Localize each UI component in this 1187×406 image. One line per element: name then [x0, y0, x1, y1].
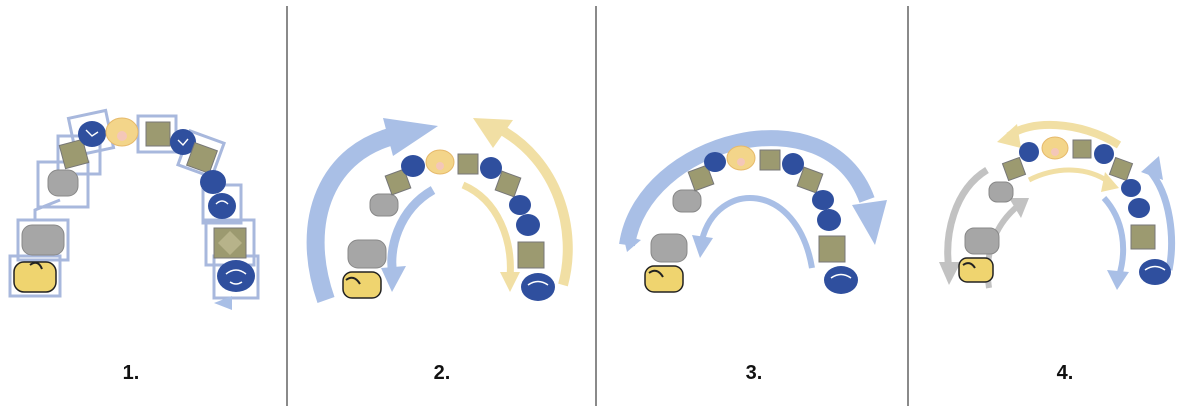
blue-canine-tooth [1019, 142, 1039, 162]
olive-premolar-tooth [796, 166, 824, 194]
gray-molar-tooth [650, 233, 688, 263]
molar-mark [29, 261, 43, 270]
outline-box [8, 254, 62, 298]
gray-premolar-tooth [47, 169, 79, 197]
blue-arrowhead [383, 118, 438, 156]
olive-premolar-tooth [494, 170, 522, 198]
dental-arch-diagram-4 [939, 120, 1176, 290]
yellow-arrowhead [500, 272, 520, 292]
dental-arch-diagram-1 [8, 108, 260, 310]
olive-premolar-tooth [58, 138, 90, 170]
yellow-arrow-top-inner [1027, 167, 1111, 185]
teeth-arch-3 [644, 145, 858, 294]
blue-arrowhead [692, 235, 713, 258]
yellow-molar-tooth [342, 271, 382, 299]
blue-canine-tooth [170, 129, 196, 155]
blue-molar-tooth [217, 260, 255, 292]
blue-premolar-tooth [1128, 198, 1150, 218]
blue-canine-tooth [1094, 144, 1114, 164]
panel-4: 4. [909, 0, 1187, 406]
blue-canine-tooth [401, 155, 425, 177]
olive-molar-tooth [517, 241, 545, 269]
step-label-2: 2. [433, 362, 451, 384]
yellow-molar-tooth [958, 257, 994, 283]
step-label-1: 1. [122, 362, 140, 384]
blue-canine-tooth [480, 157, 502, 179]
direction-arrowhead [214, 296, 232, 310]
dental-arch-diagram-2 [306, 118, 573, 303]
olive-premolar-tooth [384, 168, 412, 196]
blue-premolar-tooth [200, 170, 226, 194]
blue-canine-tooth [78, 121, 106, 147]
olive-incisor-tooth [457, 153, 479, 175]
blue-molar-tooth [824, 266, 858, 294]
blue-molar-tooth [1139, 259, 1171, 285]
blue-arrow-outer-arch [619, 130, 875, 247]
panel-3: 3. [597, 0, 907, 406]
yellow-arrowhead [473, 118, 513, 148]
gray-premolar-tooth [369, 193, 399, 217]
gray-arrow-outer-left [944, 167, 989, 271]
gray-premolar-tooth [988, 181, 1014, 203]
blue-molar-tooth [521, 273, 555, 301]
teeth-arch-1 [13, 117, 255, 293]
olive-premolar-tooth [1001, 156, 1027, 182]
olive-premolar-tooth [1108, 156, 1134, 182]
blue-premolar-tooth [208, 193, 236, 219]
yellow-arrow-outer-right [495, 123, 573, 287]
blue-arrow-outer-right [1146, 167, 1176, 271]
outline-connector [33, 198, 61, 220]
blue-arrowhead [381, 266, 406, 292]
olive-molar-tooth [1130, 224, 1156, 250]
divider-2 [595, 6, 597, 406]
teeth-arch-2 [342, 149, 555, 301]
blue-arrow-inner-arch [699, 195, 815, 269]
step-label-4: 4. [1056, 362, 1074, 384]
blue-premolar-tooth [509, 195, 531, 215]
gray-arrowhead [939, 262, 961, 285]
blue-premolar-tooth [817, 209, 841, 231]
dental-arch-diagram-3 [619, 130, 887, 294]
olive-incisor-tooth [759, 149, 781, 171]
gray-premolar-tooth [672, 189, 702, 213]
yellow-molar-tooth [644, 265, 684, 293]
gray-arrowhead [1009, 198, 1029, 218]
teeth-arch-4 [958, 136, 1171, 285]
divider-1 [286, 6, 288, 406]
yellow-molar-tooth [13, 261, 57, 293]
blue-premolar-tooth [1121, 179, 1141, 197]
blue-arrowhead [852, 200, 887, 245]
outline-box [16, 218, 70, 262]
gray-molar-tooth [964, 227, 1000, 255]
step-label-3: 3. [745, 362, 763, 384]
blue-arrowhead [1141, 156, 1163, 180]
blue-arrowhead [1107, 270, 1129, 290]
blue-arrow-outer-left [306, 126, 401, 303]
olive-incisor-tooth [145, 121, 171, 147]
olive-premolar-tooth [687, 164, 715, 192]
gray-molar-tooth [347, 239, 387, 269]
blue-arrow-inner-right [1101, 195, 1127, 277]
blue-arrow-inner-left [387, 186, 436, 276]
outline-box [36, 160, 90, 209]
olive-incisor-tooth [1072, 139, 1092, 159]
blue-canine-tooth [782, 153, 804, 175]
blue-canine-tooth [704, 152, 726, 172]
panel-2: 2. [288, 0, 596, 406]
yellow-arrowhead [997, 124, 1021, 148]
olive-molar-tooth [818, 235, 846, 263]
olive-premolar-tooth [185, 141, 219, 175]
blue-premolar-tooth [516, 214, 540, 236]
divider-3 [907, 6, 909, 406]
yellow-arrow-inner-right [461, 181, 514, 279]
yellow-arrowhead [1101, 172, 1119, 192]
gray-molar-tooth [21, 224, 65, 256]
blue-premolar-tooth [812, 190, 834, 210]
panel-1: 1. [0, 0, 286, 406]
